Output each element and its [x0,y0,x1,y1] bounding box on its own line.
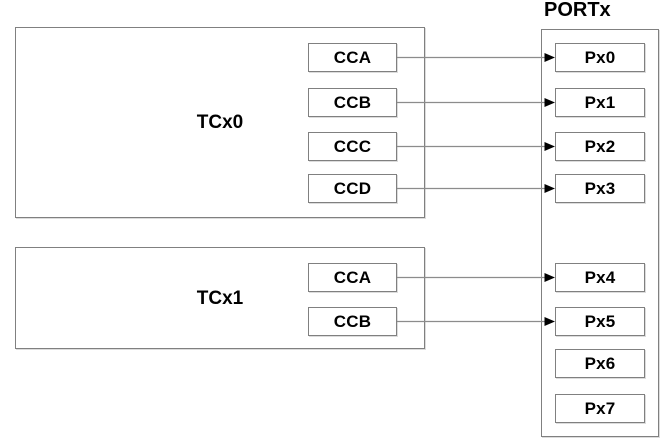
port-pin-px7-box: Px7 [555,394,645,423]
port-pin-px5-box: Px5 [555,307,645,336]
tc1-channel-cca-box: CCA [308,263,397,292]
port-pin-px1-box: Px1 [555,88,645,117]
port-pin-px3-box: Px3 [555,174,645,203]
tc0-label: TCx0 [196,112,244,133]
tc0-channel-ccd-box: CCD [308,174,397,203]
tc0-channel-ccc-box: CCC [308,132,397,161]
tc1-label: TCx1 [196,288,244,309]
tc0-channel-cca-box: CCA [308,43,397,72]
tc0-channel-ccb-box: CCB [308,88,397,117]
port-title: PORTx [544,0,611,21]
port-pin-px4-box: Px4 [555,263,645,292]
tc1-channel-ccb-box: CCB [308,307,397,336]
port-pin-px6-box: Px6 [555,349,645,378]
port-pin-px2-box: Px2 [555,132,645,161]
port-pin-px0-box: Px0 [555,43,645,72]
